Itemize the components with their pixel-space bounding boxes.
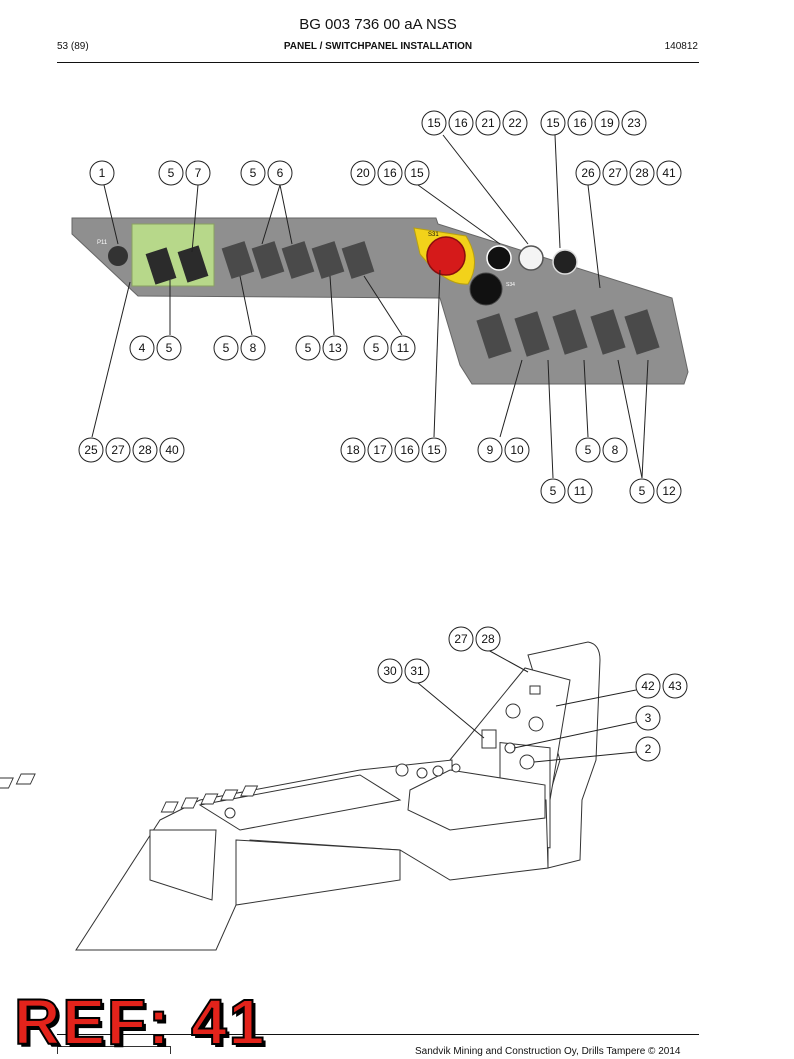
callout: 7 xyxy=(195,166,202,180)
callout: 5 xyxy=(166,341,173,355)
callout: 30 xyxy=(383,664,397,678)
callout: 9 xyxy=(487,443,494,457)
callout: 5 xyxy=(550,484,557,498)
callout: 2 xyxy=(645,742,652,756)
header-rule xyxy=(57,62,699,63)
callout: 42 xyxy=(641,679,655,693)
s62-label: S62 xyxy=(494,230,503,236)
rocker-switch xyxy=(281,241,315,279)
callout: 22 xyxy=(508,116,522,130)
callout: 16 xyxy=(454,116,468,130)
callout: 40 xyxy=(165,443,179,457)
callout: 5 xyxy=(223,341,230,355)
callout: 10 xyxy=(510,443,524,457)
callout: 8 xyxy=(612,443,619,457)
callout: 23 xyxy=(627,116,641,130)
callout: 41 xyxy=(662,166,676,180)
p11-buzzer xyxy=(108,246,128,266)
callout: 43 xyxy=(668,679,682,693)
s34-label: S34 xyxy=(506,282,515,288)
callout: 5 xyxy=(585,443,592,457)
black-push-button xyxy=(486,245,512,271)
callout: 3 xyxy=(645,711,652,725)
callouts-top: 1 5 7 5 6 20 16 15 15 16 21 22 15 16 19 … xyxy=(78,110,682,504)
rocker-switch xyxy=(476,313,512,359)
callout: 15 xyxy=(410,166,424,180)
callout: 11 xyxy=(574,484,587,498)
callout: 15 xyxy=(427,443,441,457)
document-date: 140812 xyxy=(664,41,698,52)
rocker-switch xyxy=(624,309,660,355)
sh03-label: SH03 xyxy=(524,228,537,234)
rocker-switch xyxy=(341,241,375,279)
rocker-switch xyxy=(590,309,626,355)
section-title: PANEL / SWITCHPANEL INSTALLATION xyxy=(283,41,473,52)
callout: 8 xyxy=(250,341,257,355)
white-push-button xyxy=(518,245,544,271)
p11-label: P11 xyxy=(97,240,108,246)
rocker-switch xyxy=(311,241,345,279)
ref-stamp: REF: 41 xyxy=(13,985,267,1059)
rocker-switch xyxy=(221,241,255,279)
callout: 5 xyxy=(250,166,257,180)
document-title: BG 003 736 00 aA NSS xyxy=(299,16,457,33)
callout: 16 xyxy=(573,116,587,130)
callout: 11 xyxy=(397,341,410,355)
rocker-switch xyxy=(514,311,550,357)
page-number: 53 (89) xyxy=(57,41,89,52)
callout: 16 xyxy=(383,166,397,180)
s31-label: S31 xyxy=(428,232,439,238)
callouts-bottom: 27 28 30 31 42 43 3 2 xyxy=(377,626,688,762)
callout: 1 xyxy=(99,166,106,180)
rocker-switch xyxy=(552,309,588,355)
callout: 21 xyxy=(481,116,495,130)
rocker-switch xyxy=(145,247,177,285)
callout: 5 xyxy=(373,341,380,355)
rotary-switch xyxy=(469,272,503,306)
footer-copyright: Sandvik Mining and Construction Oy, Dril… xyxy=(415,1046,681,1057)
callout: 16 xyxy=(400,443,414,457)
switch-panel: P11 S31 S62 SH03 S21 S34 xyxy=(71,217,689,385)
callout: 4 xyxy=(139,341,146,355)
callout: 31 xyxy=(410,664,424,678)
callout: 27 xyxy=(608,166,622,180)
callout: 5 xyxy=(305,341,312,355)
callout: 28 xyxy=(635,166,649,180)
rocker-switch xyxy=(251,241,285,279)
callout: 17 xyxy=(373,443,387,457)
footer-rule xyxy=(57,1034,699,1035)
s21-label: S21 xyxy=(560,232,569,238)
emergency-stop-button xyxy=(426,236,466,276)
leader-lines-bottom xyxy=(417,649,637,763)
callout: 18 xyxy=(346,443,360,457)
rocker-switch xyxy=(177,245,209,283)
console-drawing xyxy=(0,641,601,951)
callout: 15 xyxy=(427,116,441,130)
callout: 26 xyxy=(581,166,595,180)
callout: 27 xyxy=(111,443,125,457)
callout: 25 xyxy=(84,443,98,457)
callout: 28 xyxy=(138,443,152,457)
leader-lines-top xyxy=(91,134,649,479)
callout: 6 xyxy=(277,166,284,180)
key-switch xyxy=(552,249,578,275)
callout: 19 xyxy=(600,116,614,130)
callout: 13 xyxy=(328,341,342,355)
callout: 28 xyxy=(481,632,495,646)
callout: 15 xyxy=(546,116,560,130)
callout: 5 xyxy=(639,484,646,498)
callout: 27 xyxy=(454,632,468,646)
callout: 12 xyxy=(662,484,676,498)
callout: 5 xyxy=(168,166,175,180)
company-logo xyxy=(57,1046,171,1054)
callout: 20 xyxy=(356,166,370,180)
